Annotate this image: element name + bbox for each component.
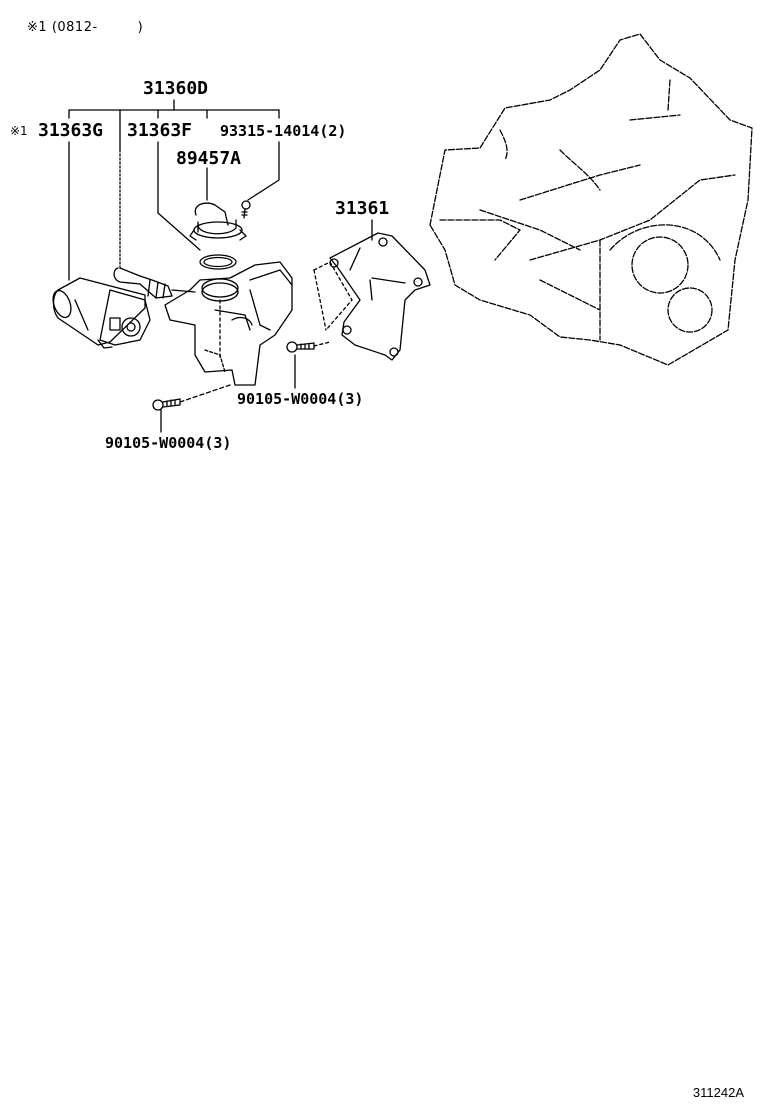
- bolt-90105-right: [286, 341, 331, 353]
- note-range-open: (0812-: [51, 20, 98, 35]
- bolt-90105-left: [152, 384, 231, 411]
- label-90105-W0004-right: 90105-W0004(3): [237, 390, 364, 408]
- illustration-id: 311242A: [692, 1085, 744, 1100]
- label-93315-14014: 93315-14014(2): [220, 122, 347, 140]
- label-89457A: 89457A: [176, 148, 242, 169]
- bracket-31361: [313, 232, 431, 361]
- note-range-close: ): [137, 20, 144, 35]
- label-31360D: 31360D: [143, 78, 209, 99]
- label-marker-31363G: ※1: [10, 124, 28, 138]
- applicability-note: ※1 (0812-): [27, 20, 143, 35]
- o-ring-31363F: [199, 254, 237, 270]
- label-31363F: 31363F: [127, 120, 193, 141]
- label-31361: 31361: [335, 198, 390, 219]
- bolt-93315-14014: [241, 200, 251, 219]
- sensor-89457A: [189, 202, 247, 241]
- transaxle-case: [429, 33, 753, 366]
- note-marker: ※1: [27, 20, 48, 35]
- actuator-housing: [164, 261, 293, 386]
- label-31363G: 31363G: [38, 120, 104, 141]
- leader-lines: [68, 99, 373, 433]
- label-90105-W0004-left: 90105-W0004(3): [105, 434, 232, 452]
- shift-rod-boot: [113, 267, 196, 299]
- motor-31363G: [52, 277, 151, 349]
